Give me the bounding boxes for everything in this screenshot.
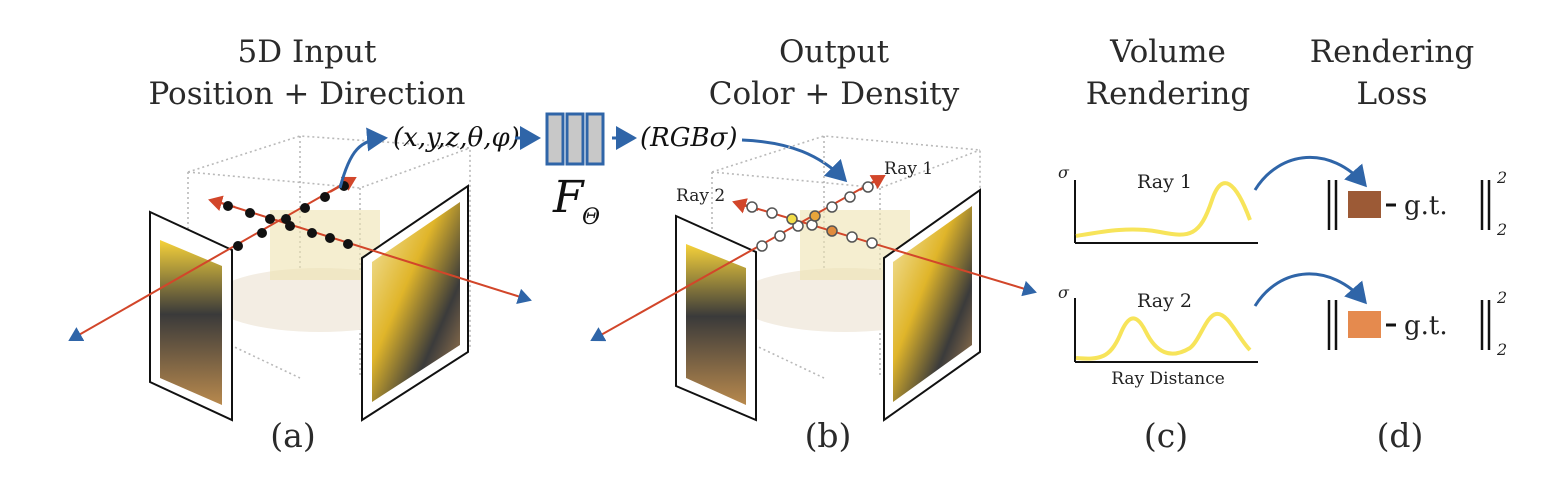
input-tuple: (x,y,z,θ,φ) [393, 123, 520, 153]
panel-c-plot-1 [1074, 180, 1258, 244]
plot2-ray-label: Ray 2 [1137, 290, 1192, 312]
panel-d-title-line2: Loss [1356, 76, 1427, 112]
panel-b-ray-2 [734, 201, 1037, 297]
network-label: F [552, 172, 585, 223]
panel-b-colored-samples [786, 210, 838, 237]
plot2-axis-label: σ [1058, 283, 1070, 302]
panel-a-to-input-arrow [338, 127, 388, 189]
panel-b-caption: (b) [805, 416, 852, 455]
loss1-color-swatch [1348, 191, 1381, 218]
loss1-subscript: 2 [1496, 220, 1507, 239]
ray-distance-label: Ray Distance [1111, 369, 1225, 389]
panel-b-scene [590, 135, 1037, 422]
panel-a-title-line1: 5D Input [238, 34, 377, 70]
loss2-superscript: 2 [1496, 288, 1507, 307]
plot1-to-loss1-arrow [1253, 155, 1367, 191]
panel-d-title-line1: Rendering [1310, 34, 1474, 70]
panel-b-sample-points [746, 181, 878, 252]
panel-b-title-line1: Output [779, 34, 890, 70]
network-block [545, 112, 605, 166]
panel-b-title-line2: Color + Density [709, 76, 960, 112]
panel-c-caption: (c) [1144, 416, 1188, 455]
loss-2 [1327, 300, 1491, 350]
panel-b-left-image [686, 244, 746, 405]
panel-a-left-image [160, 240, 222, 405]
network-subscript: Θ [582, 205, 600, 230]
loss2-gt-label: g.t. [1404, 311, 1448, 341]
plot1-axis-label: σ [1058, 163, 1070, 182]
panel-a-ray-2 [211, 199, 532, 305]
panel-a-scene [68, 127, 532, 422]
plot1-ray-label: Ray 1 [1137, 171, 1192, 193]
panel-a-right-image [372, 202, 460, 402]
panel-b-ray1-label: Ray 1 [884, 159, 933, 179]
panel-a-caption: (a) [270, 416, 315, 455]
loss1-gt-label: g.t. [1404, 191, 1448, 221]
panel-a-title-line2: Position + Direction [148, 76, 465, 112]
loss-1 [1327, 180, 1491, 230]
loss2-color-swatch [1348, 311, 1381, 338]
panel-c-title-line1: Volume [1109, 34, 1226, 70]
panel-c-title-line2: Rendering [1086, 76, 1250, 112]
panel-d-caption: (d) [1377, 416, 1424, 455]
ray1-density-curve [1075, 181, 1252, 238]
panel-b-ray2-label: Ray 2 [676, 186, 725, 206]
plot2-to-loss2-arrow [1253, 272, 1367, 307]
ray2-density-curve [1075, 312, 1252, 361]
output-to-scene-arrow [741, 138, 848, 183]
loss2-subscript: 2 [1496, 340, 1507, 359]
loss1-superscript: 2 [1496, 168, 1507, 187]
output-tuple: (RGBσ) [640, 123, 738, 153]
panel-c-plot-2 [1074, 298, 1258, 363]
